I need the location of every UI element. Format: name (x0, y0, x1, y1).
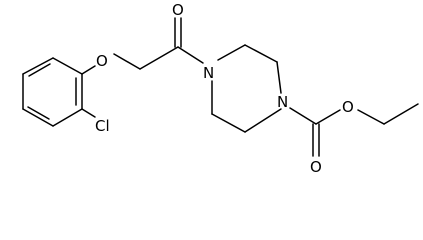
bond-ring-ether-o (81, 65, 96, 75)
ring-inner-bond-2 (27, 106, 50, 120)
bond-n4-carbamate (289, 107, 317, 125)
molecule-structure-diagram: O O N N Cl O O (22, 1, 419, 176)
piperazine-bond-2 (244, 44, 278, 63)
bond-ring-chloro (81, 108, 96, 118)
piperazine-bond-6 (276, 61, 282, 94)
atom-piperazine-n1: N (203, 64, 214, 82)
bond-ethyl (383, 103, 419, 125)
atom-ether-oxygen: O (96, 52, 108, 70)
ring-bond-1 (52, 57, 83, 75)
piperazine-ring (211, 44, 282, 133)
bond-ch2-carbonyl (139, 46, 179, 70)
benzene-ring (22, 57, 83, 127)
piperazine-bond-4 (211, 113, 246, 133)
atom-carbonyl-oxygen: O (172, 1, 184, 19)
ring-bond-6 (22, 57, 54, 75)
bond-ester-o-ch2 (357, 109, 385, 125)
atom-ester-single-oxygen: O (342, 98, 354, 116)
atom-chlorine: Cl (95, 117, 110, 135)
piperazine-bond-1 (217, 44, 246, 61)
ring-bond-4 (22, 108, 54, 127)
bond-carbonyl-n1 (177, 46, 204, 64)
ring-bond-3 (52, 108, 83, 127)
atom-ester-double-oxygen: O (310, 158, 322, 176)
atom-piperazine-n4: N (277, 93, 288, 111)
ring-inner-bond-3 (28, 63, 51, 77)
piperazine-bond-3 (244, 108, 282, 133)
bond-carbamate-ester-o (315, 109, 341, 125)
bond-ether-o-ch2 (113, 53, 141, 70)
